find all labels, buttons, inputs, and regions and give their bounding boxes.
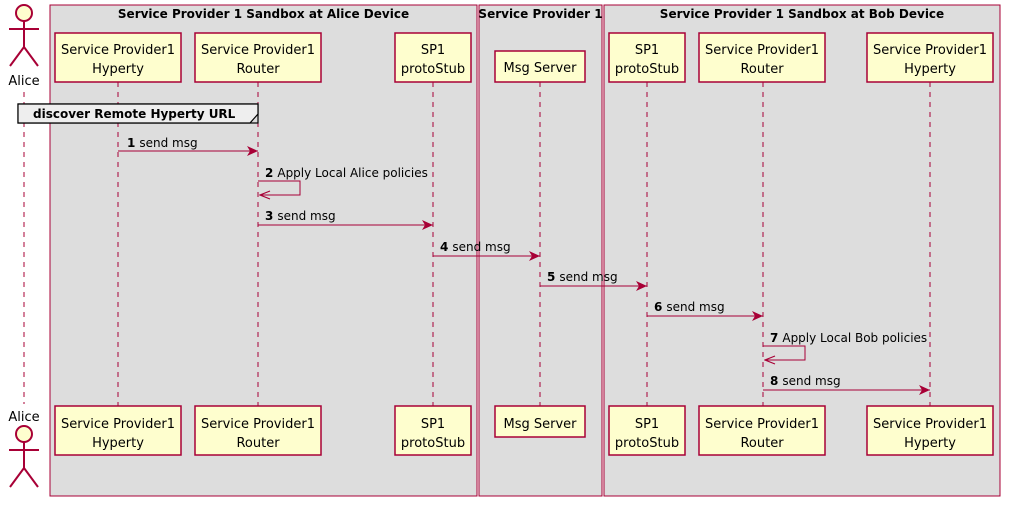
message-number: 5 — [547, 270, 555, 284]
participant-label-line1: Service Provider1 — [61, 417, 175, 432]
participant-label-line1: SP1 — [421, 43, 445, 58]
participant-label-line1: Service Provider1 — [61, 43, 175, 58]
participant-label-line2: Router — [236, 436, 280, 451]
message-4: 4 send msg — [433, 240, 540, 261]
actor-label: Alice — [8, 410, 39, 425]
box-title-bob-sandbox: Service Provider 1 Sandbox at Bob Device — [660, 7, 944, 21]
participant-label-line2: Router — [740, 436, 784, 451]
participant-bob-protostub-bottom: SP1 protoStub — [608, 405, 686, 456]
participant-label-line2: protoStub — [401, 436, 465, 451]
message-2: 2 Apply Local Alice policies — [258, 166, 428, 195]
message-5: 5 send msg — [540, 270, 647, 291]
participant-label-line1: Msg Server — [503, 61, 577, 76]
message-label: send msg — [452, 240, 510, 254]
message-number: 6 — [654, 300, 662, 314]
message-label: send msg — [782, 374, 840, 388]
message-label: Apply Local Bob policies — [782, 331, 927, 345]
participant-label-line2: Hyperty — [92, 436, 144, 451]
actor-alice-top: Alice — [8, 4, 40, 89]
message-3: 3 send msg — [258, 209, 433, 230]
message-number: 2 — [265, 166, 273, 180]
message-number: 7 — [770, 331, 778, 345]
participant-label-line2: protoStub — [615, 62, 679, 77]
participants-bottom: Service Provider1 Hyperty Service Provid… — [54, 405, 994, 456]
participant-label-line2: Router — [740, 62, 784, 77]
participants-top: Service Provider1 Hyperty Service Provid… — [54, 32, 994, 83]
participant-label-line1: Service Provider1 — [201, 417, 315, 432]
participant-label-line1: Service Provider1 — [705, 417, 819, 432]
message-number: 4 — [440, 240, 448, 254]
participant-bob-router: Service Provider1 Router — [698, 32, 826, 83]
participant-label-line2: Router — [236, 62, 280, 77]
box-title-alice-sandbox: Service Provider 1 Sandbox at Alice Devi… — [118, 7, 409, 21]
participant-label-line1: SP1 — [421, 417, 445, 432]
participant-bob-hyperty: Service Provider1 Hyperty — [866, 32, 994, 83]
message-1: 1 send msg — [118, 136, 258, 156]
actor-icon — [9, 4, 39, 67]
participant-label-line1: Service Provider1 — [873, 417, 987, 432]
actor-label: Alice — [8, 74, 39, 89]
message-number: 8 — [770, 374, 778, 388]
message-8: 8 send msg — [763, 374, 930, 395]
participant-msg-server: Msg Server — [494, 50, 586, 83]
participant-label-line2: Hyperty — [92, 62, 144, 77]
participant-label-line2: Hyperty — [904, 436, 956, 451]
group-frame: discover Remote Hyperty URL — [17, 103, 259, 124]
message-label: send msg — [666, 300, 724, 314]
participant-alice-protostub-bottom: SP1 protoStub — [394, 405, 472, 456]
participant-alice-protostub: SP1 protoStub — [394, 32, 472, 83]
participant-label-line1: Service Provider1 — [201, 43, 315, 58]
actor-icon — [9, 425, 39, 488]
participant-label-line2: protoStub — [615, 436, 679, 451]
message-label: Apply Local Alice policies — [277, 166, 427, 180]
participant-label-line1: Service Provider1 — [873, 43, 987, 58]
participant-label-line1: SP1 — [635, 43, 659, 58]
participant-msg-server-bottom: Msg Server — [494, 405, 586, 438]
message-label: send msg — [559, 270, 617, 284]
message-label: send msg — [277, 209, 335, 223]
participant-label-line1: SP1 — [635, 417, 659, 432]
lifelines-layer — [23, 82, 931, 406]
participant-bob-protostub: SP1 protoStub — [608, 32, 686, 83]
participant-label-line2: protoStub — [401, 62, 465, 77]
participant-bob-hyperty-bottom: Service Provider1 Hyperty — [866, 405, 994, 456]
participant-alice-router-bottom: Service Provider1 Router — [194, 405, 322, 456]
message-7: 7 Apply Local Bob policies — [763, 331, 927, 360]
message-number: 1 — [127, 136, 135, 150]
participant-alice-hyperty-bottom: Service Provider1 Hyperty — [54, 405, 182, 456]
message-label: send msg — [139, 136, 197, 150]
participant-alice-router: Service Provider1 Router — [194, 32, 322, 83]
participant-label-line1: Msg Server — [503, 417, 577, 432]
message-number: 3 — [265, 209, 273, 223]
participant-label-line2: Hyperty — [904, 62, 956, 77]
participant-bob-router-bottom: Service Provider1 Router — [698, 405, 826, 456]
actor-alice-bottom: Alice — [8, 410, 40, 488]
group-label: discover Remote Hyperty URL — [33, 107, 236, 121]
participant-label-line1: Service Provider1 — [705, 43, 819, 58]
participant-alice-hyperty: Service Provider1 Hyperty — [54, 32, 182, 83]
message-6: 6 send msg — [647, 300, 763, 321]
box-title-sp1: Service Provider 1 — [478, 7, 602, 21]
